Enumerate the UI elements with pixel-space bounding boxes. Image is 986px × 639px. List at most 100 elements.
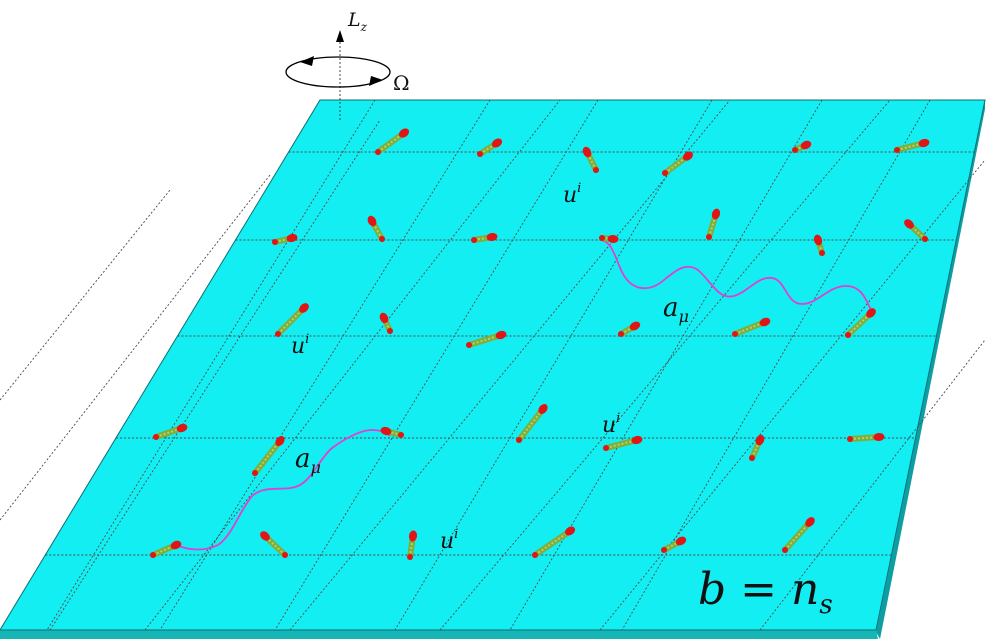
dipole-anchor [407,554,413,560]
vortex-dipole [379,312,393,334]
grid-diagonal-line [0,189,171,401]
dipole-anchor [398,432,404,438]
vortex-dipole [407,530,418,560]
vortex-dipole [516,404,548,443]
dipole-highlight [468,334,502,346]
dipole-anchor [153,434,159,440]
dipole-tip [564,526,576,536]
dipole-highlight [254,440,281,474]
lz-arrow-head [336,30,344,42]
vortex-dipole [466,330,507,348]
dipole-tip [904,219,914,229]
dipole-anchor [847,436,853,442]
vortex-dipole [471,232,498,243]
vortex-dipole [380,426,404,438]
label-u-2: ui [291,332,309,359]
dipole-anchor [272,239,278,245]
dipole-anchor [532,552,538,558]
dipole-anchor [275,331,281,337]
rotation-arrow-right [369,76,383,86]
dipole-tip [275,436,285,446]
grid-diagonal-line [49,119,381,631]
grid-vertical-line [509,99,823,631]
vortex-dipole [367,215,385,242]
dipole-highlight [605,439,638,449]
dipole-tip [813,234,823,246]
grid-diagonal-line [0,174,271,521]
dipole-tip [380,426,392,436]
grid-diagonal-line [144,99,561,631]
vortex-dipole [813,234,825,256]
vortex-dipole [272,233,298,245]
dipole-tip [800,140,812,150]
dipole-highlight [534,530,571,556]
dipole-highlight [155,427,183,438]
vortex-dipole [275,303,309,337]
gauge-wave [599,239,873,313]
vortex-dipole [603,435,643,451]
vortex-dipole [532,526,576,558]
dipole-anchor [466,342,472,348]
dipole-highlight [518,408,544,441]
vortex-dipole [618,321,641,337]
dipole-anchor [661,547,667,553]
dipole-anchor [845,332,851,338]
dipole-tip [675,536,687,546]
dipole-highlight [734,321,766,335]
dipole-body [782,519,813,553]
dipole-tip [755,434,765,446]
dipole-tip [379,312,389,324]
grid-vertical-line [394,99,713,631]
dipole-highlight [473,236,493,241]
dipole-highlight [896,142,925,151]
vortex-dipoles [150,128,930,560]
dipole-tip [486,232,498,242]
vortex-dipole [375,128,410,155]
vortex-dipole [792,140,812,153]
dipole-tip [495,330,507,340]
rotation-indicator [285,30,391,120]
dipole-tip [805,517,815,527]
label-a-mu-2: aμ [295,444,321,477]
dipole-tip [759,317,771,327]
gauge-waves [175,239,873,551]
dipole-tip [260,531,270,541]
dipole-anchor [150,552,156,558]
dipole-anchor [471,237,477,243]
label-a-mu-1: aμ [663,293,689,326]
grid-vertical-line [159,99,491,631]
dipole-anchor [477,151,483,157]
plane-front-edge [0,630,878,639]
grid-diagonal-line [289,99,731,631]
dipole-body [275,305,307,337]
vortex-dipole [150,540,182,558]
dipole-highlight [274,237,293,243]
dipole-tip [631,435,643,445]
dipole-tip [538,404,548,414]
grid-vertical-line [274,99,599,631]
dipole-tip [682,151,694,161]
vortex-dipole [845,308,876,338]
dipole-anchor [819,250,825,256]
dipole-tip [607,234,619,244]
dipole-anchor [603,445,609,451]
vortex-dipole [749,434,765,461]
lattice-grid [0,99,986,631]
gauge-wave [175,429,391,551]
vortex-dipole [252,436,285,476]
dipole-anchor [387,328,393,334]
dipole-anchor [662,170,668,176]
dipole-anchor [732,331,738,337]
vortex-dipole [477,138,503,157]
dipole-highlight [847,312,872,336]
dipole-highlight [377,132,405,153]
dipole-tip [491,138,503,148]
plane-surface [0,99,986,631]
dipole-tip [918,138,930,148]
dipole-anchor [599,235,605,241]
vortex-dipole [782,517,815,553]
dipole-anchor [894,147,900,153]
dipole-anchor [706,234,712,240]
label-lz: Lz [347,9,368,34]
vortex-dipole [894,138,930,153]
